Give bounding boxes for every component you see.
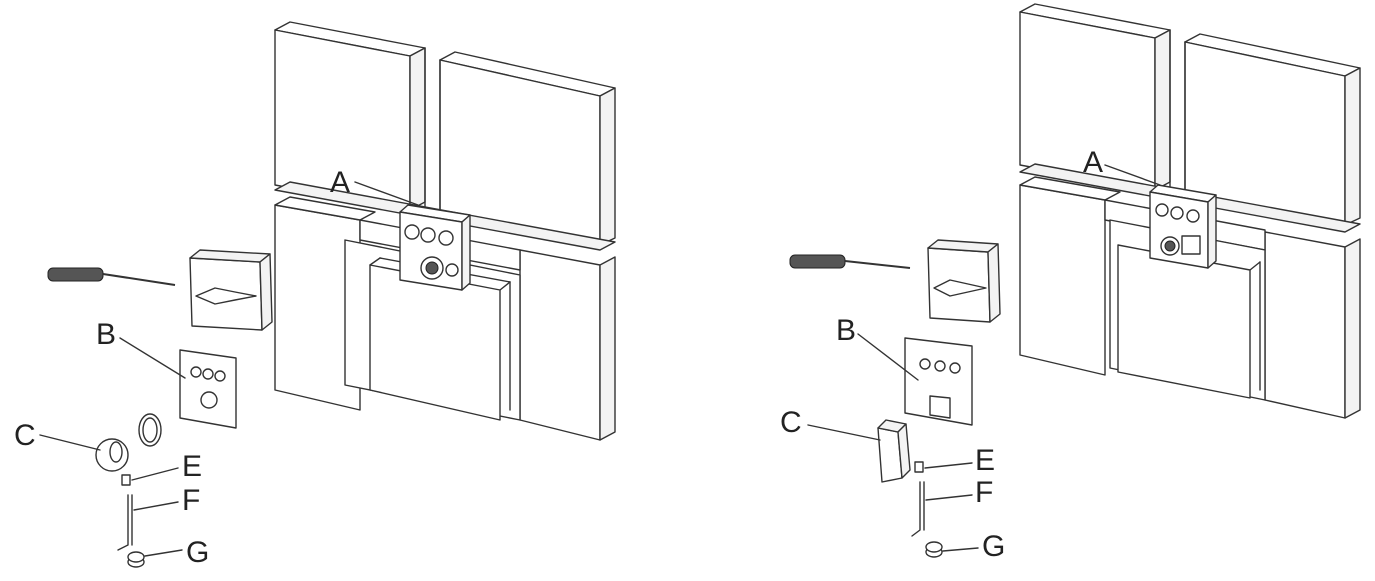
hex-key-f	[117, 494, 133, 551]
label-g: G	[186, 536, 209, 569]
screwdriver-icon	[47, 267, 176, 286]
label-c: C	[780, 406, 802, 439]
hex-key-f	[911, 481, 925, 537]
label-g: G	[982, 530, 1005, 563]
nut-g	[925, 541, 943, 558]
label-f: F	[975, 476, 993, 509]
label-a: A	[1083, 146, 1103, 179]
label-e: E	[182, 450, 202, 483]
valve-body-a	[1149, 184, 1217, 269]
insulation-cover	[927, 239, 1001, 323]
screwdriver-icon	[789, 254, 911, 269]
cover-plate-b	[904, 337, 973, 426]
nut-g	[127, 551, 145, 568]
screw-e	[914, 461, 924, 473]
wall-panels	[274, 21, 616, 441]
left-diagram: A B C E F G	[14, 21, 616, 569]
label-c: C	[14, 419, 36, 452]
cover-plate-b	[179, 349, 237, 429]
label-b: B	[96, 318, 116, 351]
leader-lines	[807, 164, 1161, 552]
label-b: B	[836, 314, 856, 347]
valve-body-a	[399, 204, 471, 291]
label-a: A	[330, 166, 350, 199]
right-diagram: A B C E F G	[780, 3, 1361, 563]
leader-lines	[39, 181, 419, 557]
knob-c	[95, 413, 162, 472]
label-e: E	[975, 444, 995, 477]
handle-c	[877, 419, 911, 483]
screw-e	[121, 474, 131, 486]
insulation-cover	[189, 249, 273, 331]
label-f: F	[182, 484, 200, 517]
